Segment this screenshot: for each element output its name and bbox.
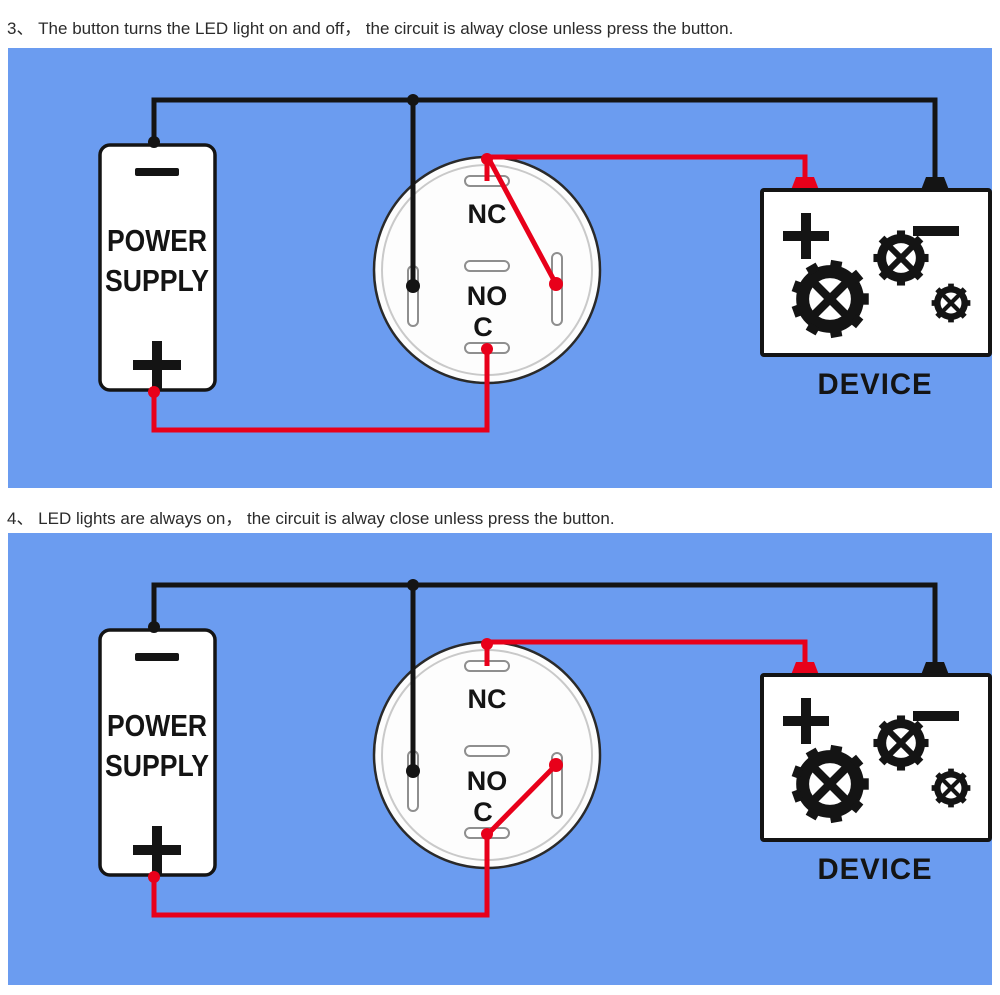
no-terminal [464,745,510,757]
gear-medium-icon [873,230,929,286]
c-label: C [473,797,493,827]
power-supply-label-line1: POWER [107,708,207,743]
power-supply: POWER SUPPLY [98,143,217,392]
nc-label: NC [468,199,507,229]
device [760,662,992,842]
power-supply: POWER SUPPLY [98,628,217,877]
device-plus-symbol [783,213,829,259]
plus-symbol [133,826,181,874]
negative-wire [148,94,938,293]
no-label: NO [467,281,508,311]
device-minus-symbol [913,226,959,236]
device-label: DEVICE [818,368,933,401]
device-negative-terminal [921,662,949,675]
power-supply-label-line2: SUPPLY [105,263,209,298]
device-label: DEVICE [818,853,933,886]
plus-symbol [133,341,181,389]
gear-small-icon [931,283,971,323]
positive-wire [148,638,808,918]
device-negative-terminal [921,177,949,190]
nc-label: NC [468,684,507,714]
gear-medium-icon [873,715,929,771]
gear-large-icon [791,744,869,824]
caption-step3: 3、 The button turns the LED light on and… [7,19,734,38]
device [760,177,992,357]
diagram-panel-step4: POWER SUPPLY NC NO C [8,533,992,985]
diagram-panel-step3: POWER SUPPLY NC NO C [8,48,992,488]
gear-large-icon [791,259,869,339]
no-label: NO [467,766,508,796]
wiring-diagram-step3: POWER SUPPLY NC NO C [98,94,992,433]
wiring-diagram-step4: POWER SUPPLY NC NO C [98,579,992,918]
device-positive-terminal [791,662,819,675]
negative-wire [148,579,938,778]
device-positive-terminal [791,177,819,190]
device-plus-symbol [783,698,829,744]
no-terminal [464,260,510,272]
device-minus-symbol [913,711,959,721]
power-supply-label-line2: SUPPLY [105,748,209,783]
positive-wire [148,153,808,433]
minus-symbol [135,653,179,661]
power-supply-label-line1: POWER [107,223,207,258]
minus-symbol [135,168,179,176]
push-button-switch: NC NO C [372,155,602,385]
caption-step4: 4、 LED lights are always on， the circuit… [7,509,615,528]
c-label: C [473,312,493,342]
gear-small-icon [931,768,971,808]
